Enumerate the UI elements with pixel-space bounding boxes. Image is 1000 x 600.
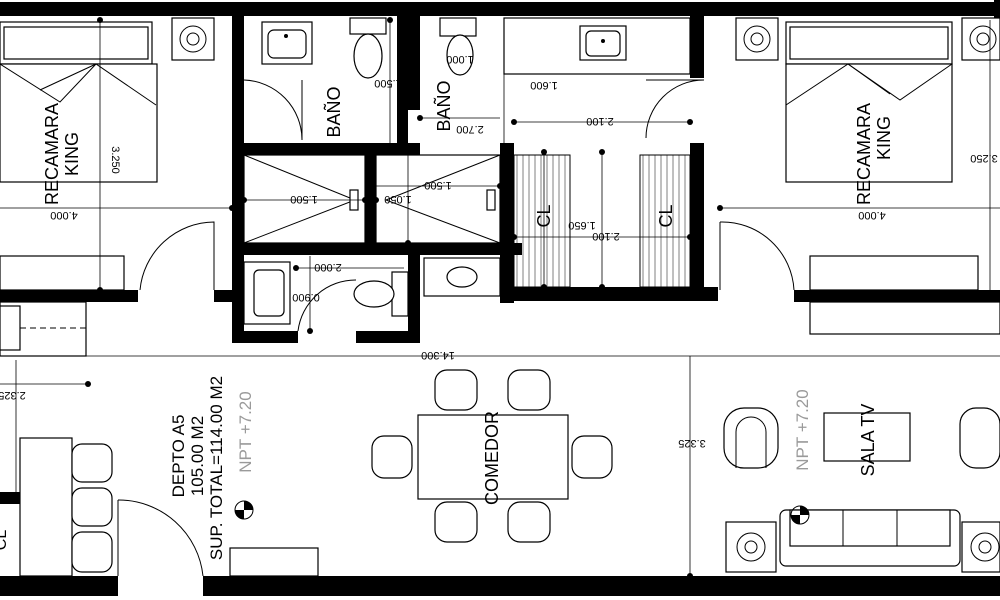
dim-sala-depth: 3.325 [678,437,706,449]
dim-vanity-width: 1.600 [530,79,558,91]
bedroom-right [720,17,1000,335]
closets [513,121,691,288]
label-comedor: COMEDOR [482,411,502,505]
label-closet-2: CL [656,204,676,227]
dim-bano2-depth: 2.700 [456,123,484,135]
kitchen [0,301,113,577]
label-bano-2: BAÑO [433,80,454,131]
dim-cl-top-width: 2.100 [586,115,614,127]
living-set [229,356,1000,577]
dimension-dots [85,17,723,579]
bathroom-1 [243,17,391,244]
label-closet-1: CL [534,204,554,227]
dim-bano1-depth: 1.500 [374,77,402,89]
dim-wc-width: 2.000 [314,261,342,273]
dimension-labels: 4.000 3.250 4.000 3.250 1.500 1.000 2.70… [0,53,998,449]
level-left-text: NPT +7.20 [236,391,255,472]
wc-room [243,256,501,331]
dim-shower1-width: 1.500 [290,193,318,205]
dim-total-width: 14.300 [421,349,455,361]
bathroom-2 [375,17,691,244]
dining-set [371,369,613,543]
unit-total-area: SUP. TOTAL=114.00 M2 [207,376,226,560]
label-closet-3: CL [0,530,10,551]
dim-rec-left-depth: 3.250 [109,146,121,174]
level-right-text: NPT +7.20 [793,389,812,470]
dim-bano2-width: 1.000 [446,53,474,65]
unit-area: 105.00 M2 [188,416,207,496]
label-recamara-left-1: RECAMARA [42,103,62,205]
label-recamara-right-1: RECAMARA [854,103,874,205]
label-bano-1: BAÑO [323,86,344,137]
dim-shower2-width: 1.500 [424,179,452,191]
bedroom-left [0,17,232,291]
level-marker-left [234,500,254,520]
dim-shower2-depth: 1.050 [384,193,412,205]
dim-cl-height: 1.650 [568,219,596,231]
dim-rec-right-depth: 3.250 [970,152,998,164]
dim-left-side: 2.325 [0,389,26,401]
dim-cl-bottom-width: 2.100 [592,230,620,242]
dim-wc-depth: 0.900 [292,291,320,303]
level-marker-right [790,505,810,525]
room-labels: RECAMARA KING RECAMARA KING BAÑO BAÑO CL… [0,80,894,550]
unit-name: DEPTO A5 [169,415,188,498]
label-sala-tv: SALA TV [858,404,878,477]
dim-rec-left-width: 4.000 [50,209,78,221]
label-recamara-right-2: KING [874,116,894,160]
doors [117,79,795,577]
label-recamara-left-2: KING [62,132,82,176]
dim-rec-right-width: 4.000 [858,209,886,221]
unit-info: DEPTO A5 105.00 M2 SUP. TOTAL=114.00 M2 … [169,376,812,560]
